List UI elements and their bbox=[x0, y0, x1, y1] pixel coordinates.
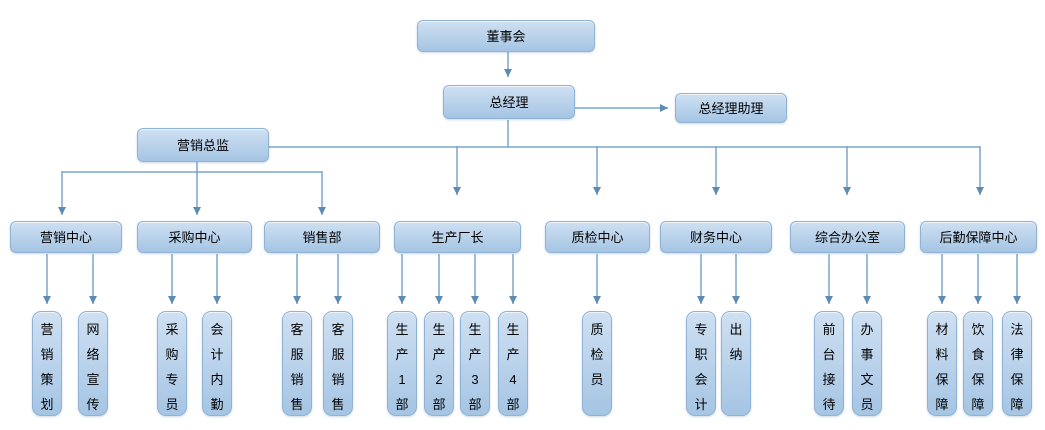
node-board[interactable]: 董事会 bbox=[417, 20, 595, 52]
node-staff-label: 材料保障 bbox=[935, 322, 949, 412]
node-dept-label: 后勤保障中心 bbox=[939, 229, 1018, 245]
node-staff-cashier[interactable]: 出纳 bbox=[721, 311, 751, 416]
node-gm-assistant-label: 总经理助理 bbox=[698, 100, 764, 116]
node-dept-label: 综合办公室 bbox=[814, 229, 880, 245]
node-staff-receptionist[interactable]: 前台接待 bbox=[814, 311, 844, 416]
node-dept-marketing-center[interactable]: 营销中心 bbox=[10, 221, 122, 253]
node-staff-accounting-clerk[interactable]: 会计内勤 bbox=[202, 311, 232, 416]
node-staff-label: 生产3部 bbox=[468, 322, 482, 412]
node-staff-label: 法律保障 bbox=[1010, 322, 1024, 412]
node-staff-label: 生产4部 bbox=[506, 322, 520, 412]
node-staff-customer-sales-1[interactable]: 客服销售 bbox=[282, 311, 312, 416]
node-dept-quality-center[interactable]: 质检中心 bbox=[545, 221, 650, 253]
node-dept-label: 生产厂长 bbox=[431, 229, 484, 245]
node-staff-materials-support[interactable]: 材料保障 bbox=[927, 311, 957, 416]
node-staff-label: 前台接待 bbox=[822, 322, 836, 412]
node-staff-label: 生产2部 bbox=[432, 322, 446, 412]
node-dept-general-office[interactable]: 综合办公室 bbox=[790, 221, 905, 253]
node-staff-office-clerk[interactable]: 办事文员 bbox=[852, 311, 882, 416]
node-staff-web-promotion[interactable]: 网络宣传 bbox=[78, 311, 108, 416]
node-dept-label: 采购中心 bbox=[168, 229, 221, 245]
node-dept-label: 营销中心 bbox=[39, 229, 92, 245]
node-dept-logistics-center[interactable]: 后勤保障中心 bbox=[920, 221, 1037, 253]
node-staff-production-1[interactable]: 生产1部 bbox=[387, 311, 417, 416]
node-staff-purchasing-specialist[interactable]: 采购专员 bbox=[157, 311, 187, 416]
node-general-manager[interactable]: 总经理 bbox=[443, 85, 575, 119]
node-staff-production-3[interactable]: 生产3部 bbox=[460, 311, 490, 416]
node-board-label: 董事会 bbox=[486, 28, 526, 44]
node-staff-marketing-planning[interactable]: 营销策划 bbox=[32, 311, 62, 416]
node-staff-label: 办事文员 bbox=[860, 322, 874, 412]
node-staff-quality-inspector[interactable]: 质检员 bbox=[582, 311, 612, 416]
node-staff-label: 客服销售 bbox=[331, 322, 345, 412]
node-staff-label: 生产1部 bbox=[395, 322, 409, 412]
node-dept-production-chief[interactable]: 生产厂长 bbox=[394, 221, 521, 253]
node-general-manager-label: 总经理 bbox=[489, 94, 529, 110]
node-marketing-director[interactable]: 营销总监 bbox=[137, 128, 269, 162]
node-dept-purchasing-center[interactable]: 采购中心 bbox=[137, 221, 252, 253]
node-staff-label: 营销策划 bbox=[40, 322, 54, 412]
node-staff-label: 质检员 bbox=[590, 322, 604, 387]
node-dept-label: 质检中心 bbox=[571, 229, 624, 245]
node-dept-label: 销售部 bbox=[302, 229, 342, 245]
node-staff-label: 网络宣传 bbox=[86, 322, 100, 412]
node-staff-customer-sales-2[interactable]: 客服销售 bbox=[323, 311, 353, 416]
node-marketing-director-label: 营销总监 bbox=[176, 137, 229, 153]
node-staff-label: 专职会计 bbox=[694, 322, 708, 412]
node-gm-assistant[interactable]: 总经理助理 bbox=[675, 93, 787, 123]
node-dept-label: 财务中心 bbox=[689, 229, 742, 245]
node-staff-production-2[interactable]: 生产2部 bbox=[424, 311, 454, 416]
node-staff-accountant[interactable]: 专职会计 bbox=[686, 311, 716, 416]
node-staff-label: 客服销售 bbox=[290, 322, 304, 412]
node-staff-label: 会计内勤 bbox=[210, 322, 224, 412]
node-staff-label: 饮食保障 bbox=[971, 322, 985, 412]
node-staff-legal-support[interactable]: 法律保障 bbox=[1002, 311, 1032, 416]
node-staff-label: 采购专员 bbox=[165, 322, 179, 412]
node-staff-production-4[interactable]: 生产4部 bbox=[498, 311, 528, 416]
node-staff-label: 出纳 bbox=[729, 322, 743, 362]
node-staff-catering-support[interactable]: 饮食保障 bbox=[963, 311, 993, 416]
node-dept-finance-center[interactable]: 财务中心 bbox=[660, 221, 772, 253]
node-dept-sales[interactable]: 销售部 bbox=[264, 221, 380, 253]
